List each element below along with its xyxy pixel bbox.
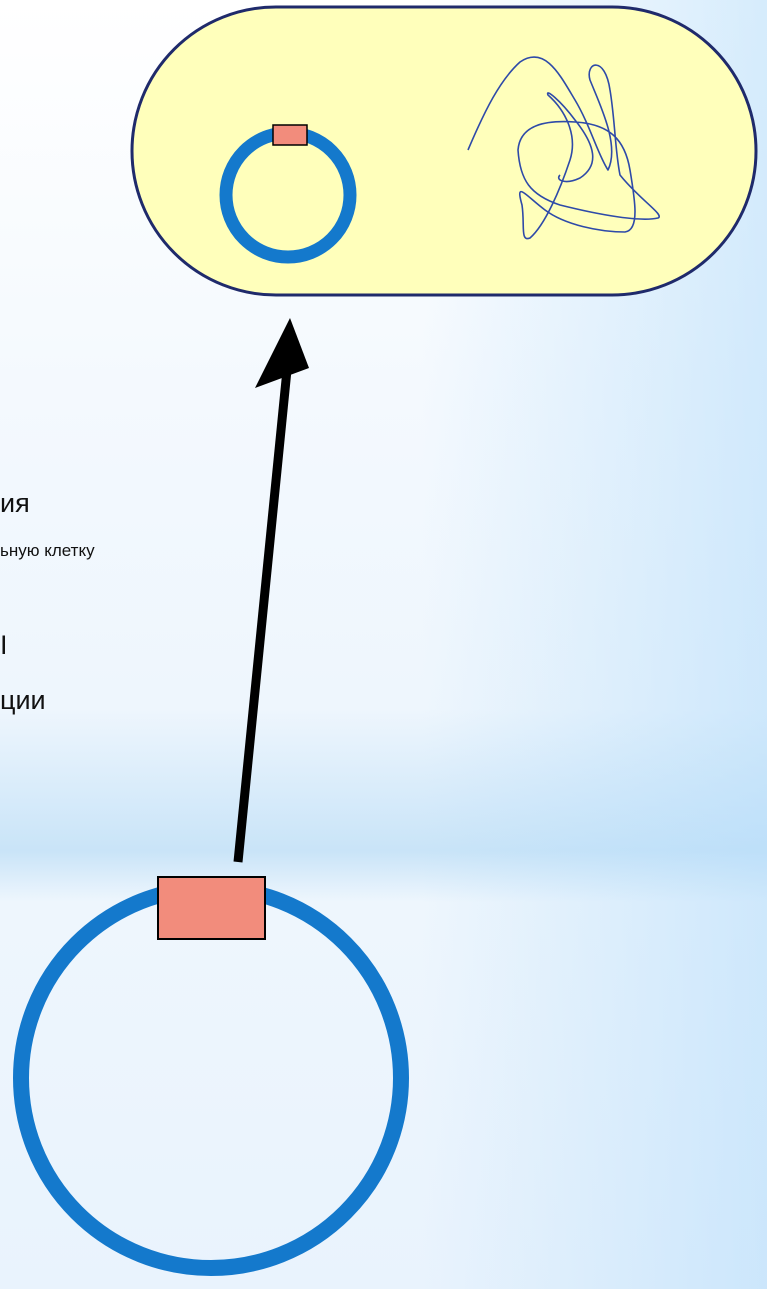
plasmid-insert-large [157,876,266,940]
transfer-arrow-head [255,318,309,388]
label-line-4: ции [0,685,46,715]
plasmid-large [13,880,409,1276]
label-line-3: I [0,630,8,660]
label-line-2: ьную клетку [0,541,95,560]
bacterial-cell [130,5,758,297]
bacterial-chromosome [467,56,660,240]
label-line-1: ия [0,488,30,518]
plasmid-insert-small [272,124,308,146]
transfer-arrow-shaft [233,359,293,863]
